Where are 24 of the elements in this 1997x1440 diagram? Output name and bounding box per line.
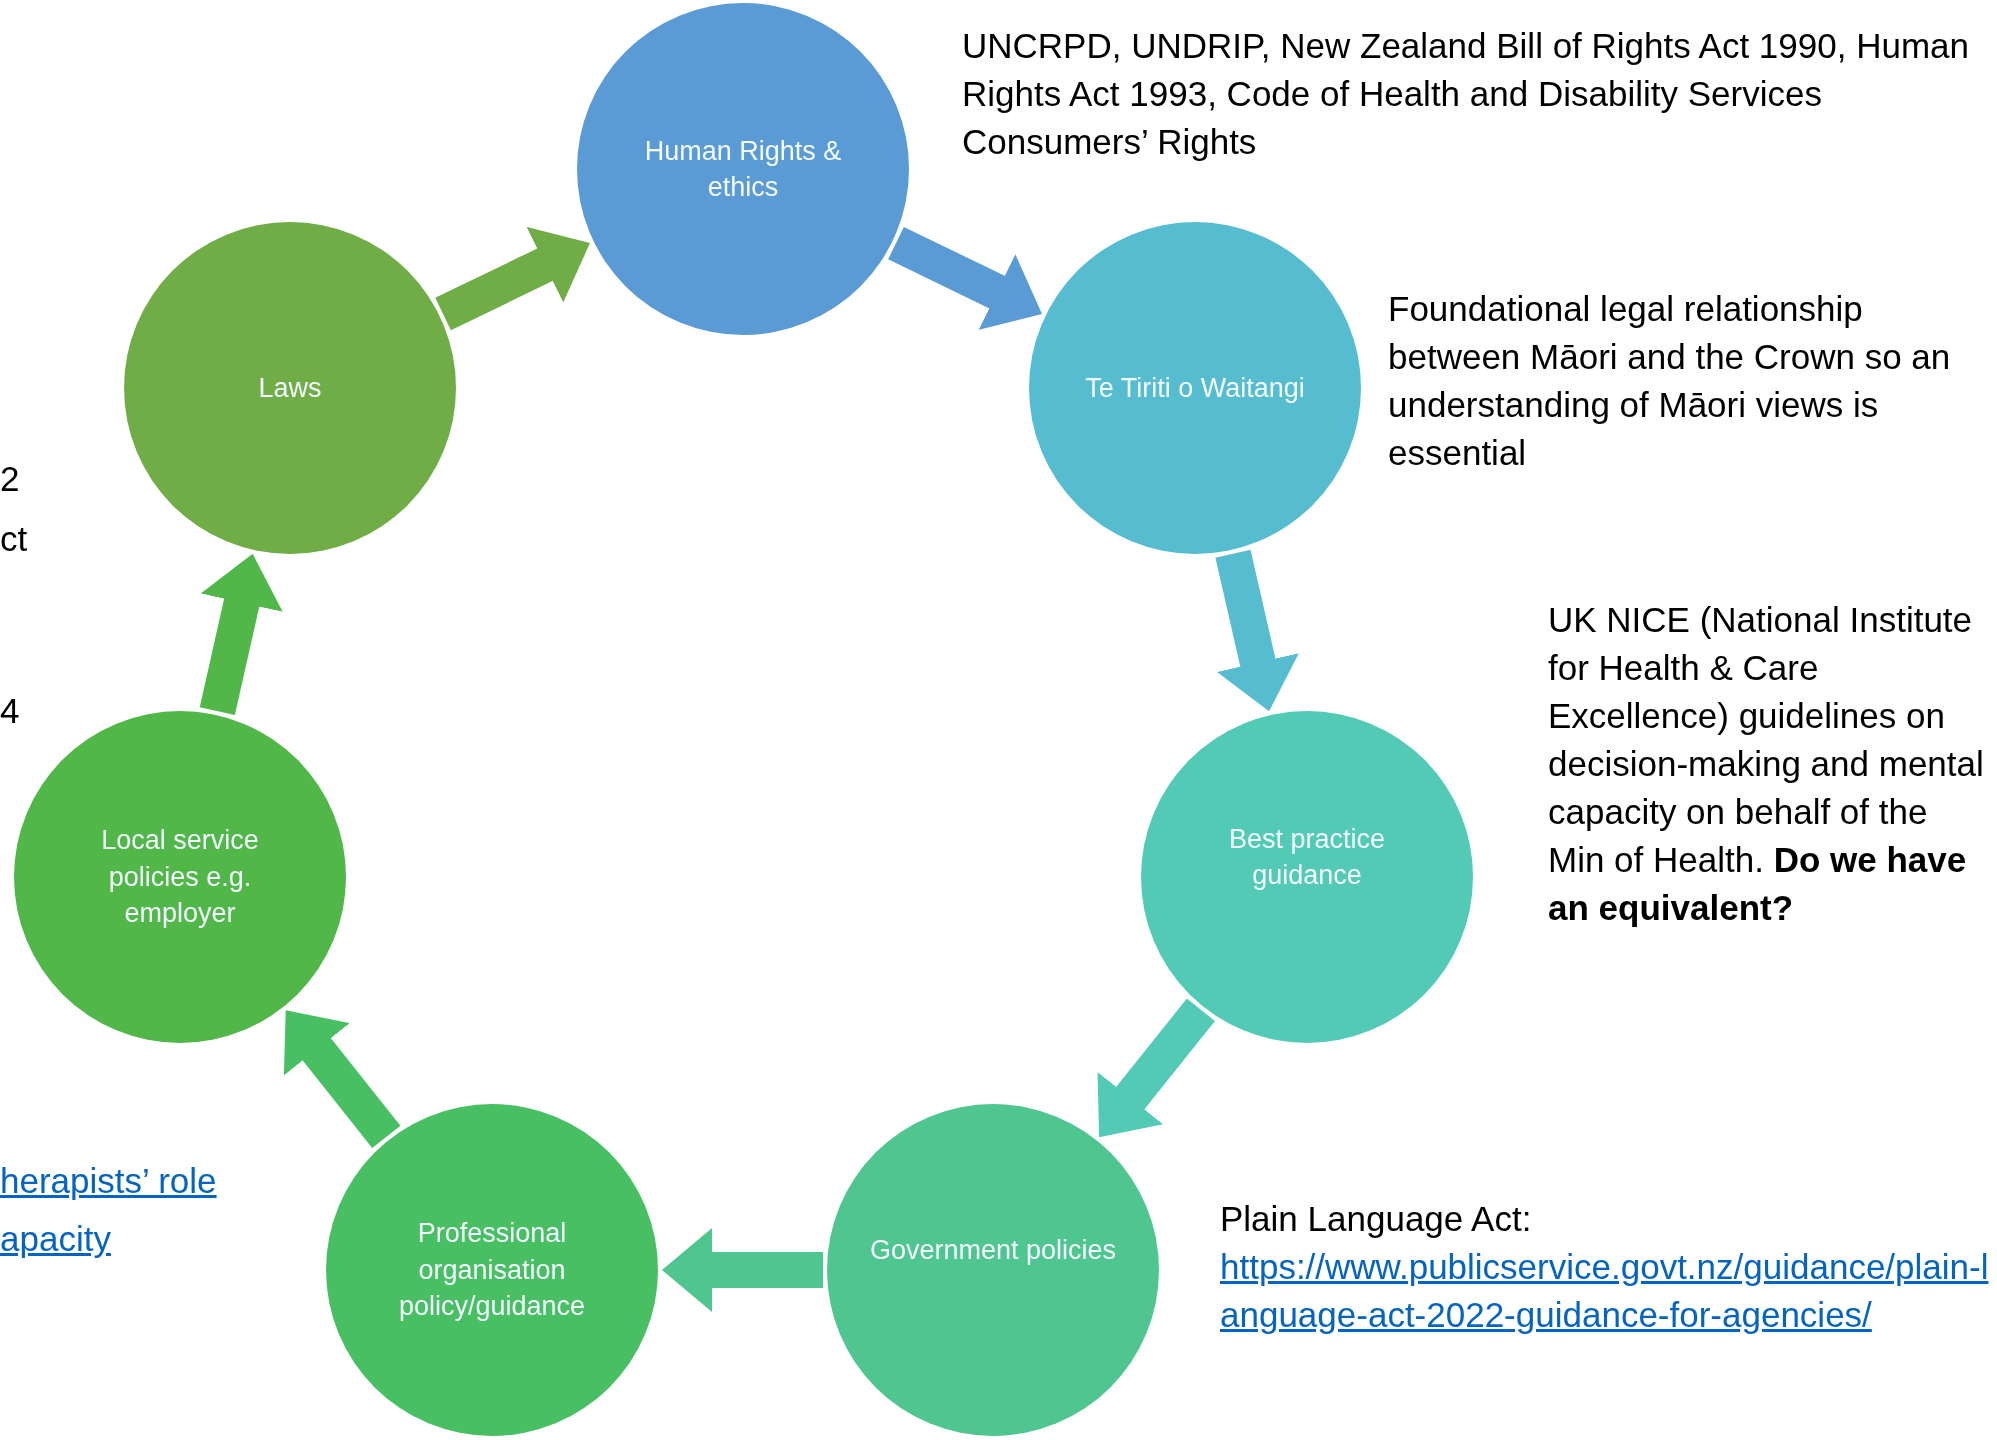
block-arrow xyxy=(1097,998,1215,1138)
step-label: Human Rights & ethics xyxy=(643,134,843,204)
block-arrow xyxy=(283,1010,401,1149)
block-arrow xyxy=(435,226,590,331)
block-arrow xyxy=(199,553,283,716)
note-text: UK NICE (National Institute for Health & Care Excellence) guidelines on decision-making and mental capacity on behalf of the Min of Health. Do we have an equivalent? xyxy=(1548,599,1985,929)
note-text: Plain Language Act: xyxy=(1220,1198,1533,1240)
hyperlink: https://www.publicservice.govt.nz/guidance/plain-language-act-2022-guidance-for-agencies/ xyxy=(1220,1245,1990,1336)
block-arrow xyxy=(1215,549,1299,712)
note-text: UNCRPD, UNDRIP, New Zealand Bill of Rights Act 1990, Human Rights Act 1993, Code of Health and Disability Services Consumers’ Rights xyxy=(962,25,1970,163)
step-label: Best practice guidance xyxy=(1227,822,1387,892)
block-arrow xyxy=(888,226,1042,330)
step-label: Government policies xyxy=(868,1233,1118,1267)
note-text: ct xyxy=(0,518,28,560)
hyperlink: apacity xyxy=(0,1218,111,1260)
note-text: 2 xyxy=(0,458,20,500)
step-label: Local service policies e.g. employer xyxy=(100,824,260,931)
step-label: Professional organisation policy/guidance xyxy=(397,1217,587,1324)
step-label: Laws xyxy=(257,371,323,405)
step-label: Te Tiriti o Waitangi xyxy=(1084,371,1306,405)
hyperlink: herapists’ role xyxy=(0,1160,217,1202)
block-arrow xyxy=(662,1228,823,1312)
note-text: Foundational legal relationship between Māori and the Crown so an understanding of Māori views is essential xyxy=(1388,288,1952,474)
note-text: 4 xyxy=(0,690,20,732)
